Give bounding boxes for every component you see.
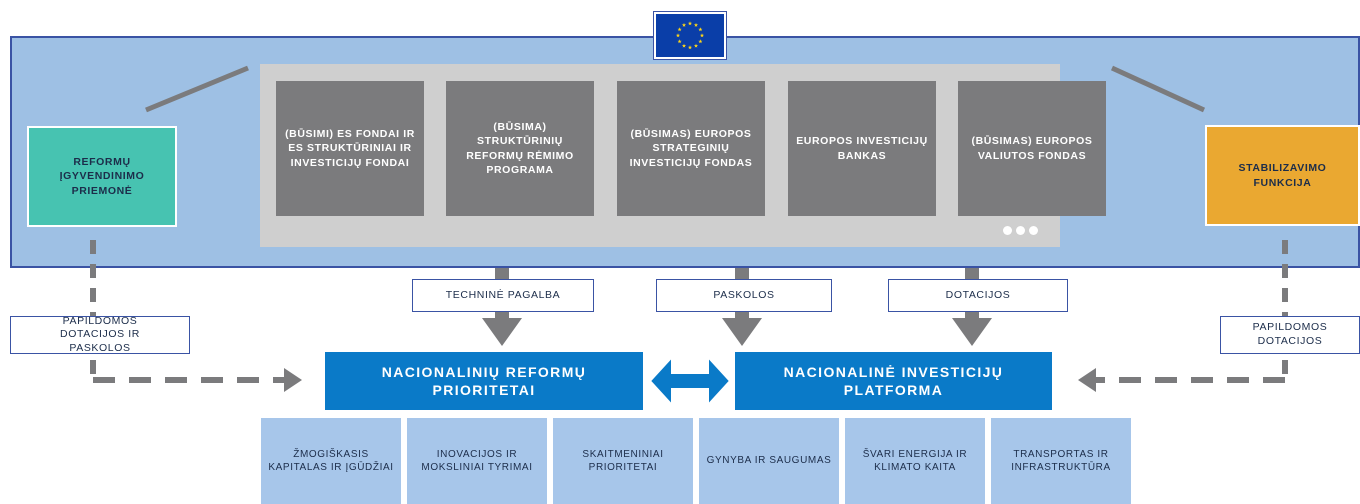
stabilization-function-box: STABILIZAVIMO FUNKCIJA bbox=[1205, 125, 1360, 226]
grants-label: DOTACIJOS bbox=[888, 279, 1068, 312]
eu-star bbox=[698, 39, 703, 44]
technical-support-arrowhead bbox=[482, 318, 522, 346]
right-roof-line bbox=[1110, 65, 1206, 113]
priority-area-box: ŠVARI ENERGIJA IR KLIMATO KAITA bbox=[845, 418, 985, 504]
reform-tool-box: REFORMŲ ĮGYVENDINIMO PRIEMONĖ bbox=[27, 126, 177, 227]
eu-flag-icon bbox=[653, 11, 727, 60]
eu-star bbox=[699, 33, 705, 38]
eu-star bbox=[675, 33, 681, 38]
eu-star bbox=[687, 45, 693, 50]
left-roof-line bbox=[145, 65, 249, 113]
eu-stars-ring bbox=[675, 21, 705, 50]
right-dashed-arrowhead bbox=[1078, 368, 1096, 392]
national-reform-priorities: NACIONALINIŲ REFORMŲ PRIORITETAI bbox=[325, 352, 643, 410]
fund-box: (BŪSIMAS) EUROPOS STRATEGINIŲ INVESTICIJ… bbox=[617, 81, 765, 216]
grants-arrowhead bbox=[952, 318, 992, 346]
loans-label: PASKOLOS bbox=[656, 279, 832, 312]
left-extra-funding-label: PAPILDOMOS DOTACIJOS IR PASKOLOS bbox=[10, 315, 190, 354]
fund-box: (BŪSIMI) ES FONDAI IR ES STRUKTŪRINIAI I… bbox=[276, 81, 424, 216]
eu-star bbox=[681, 43, 687, 48]
eu-star bbox=[693, 22, 699, 27]
priority-area-box: ŽMOGIŠKASIS KAPITALAS IR ĮGŪDŽIAI bbox=[261, 418, 401, 504]
right-extra-funding-label: PAPILDOMOS DOTACIJOS bbox=[1220, 316, 1360, 354]
technical-support-label: TECHNINĖ PAGALBA bbox=[412, 279, 594, 312]
priority-area-box: GYNYBA IR SAUGUMAS bbox=[699, 418, 839, 504]
ellipsis-icon bbox=[1000, 226, 1040, 236]
eu-star bbox=[687, 21, 693, 26]
eu-star bbox=[677, 27, 682, 32]
fund-box: EUROPOS INVESTICIJŲ BANKAS bbox=[788, 81, 936, 216]
fund-box: (BŪSIMAS) EUROPOS VALIUTOS FONDAS bbox=[958, 81, 1106, 216]
eu-star bbox=[693, 43, 699, 48]
fund-box: (BŪSIMA) STRUKTŪRINIŲ REFORMŲ RĖMIMO PRO… bbox=[446, 81, 594, 216]
loans-arrowhead bbox=[722, 318, 762, 346]
double-arrow-icon bbox=[648, 354, 732, 408]
eu-star bbox=[681, 22, 687, 27]
national-investment-platform: NACIONALINĖ INVESTICIJŲ PLATFORMA bbox=[735, 352, 1052, 410]
eu-star bbox=[677, 39, 682, 44]
priority-area-box: TRANSPORTAS IR INFRASTRUKTŪRA bbox=[991, 418, 1131, 504]
priority-area-box: INOVACIJOS IR MOKSLINIAI TYRIMAI bbox=[407, 418, 547, 504]
eu-star bbox=[698, 27, 703, 32]
priority-area-box: SKAITMENINIAI PRIORITETAI bbox=[553, 418, 693, 504]
left-dashed-arrowhead bbox=[284, 368, 302, 392]
